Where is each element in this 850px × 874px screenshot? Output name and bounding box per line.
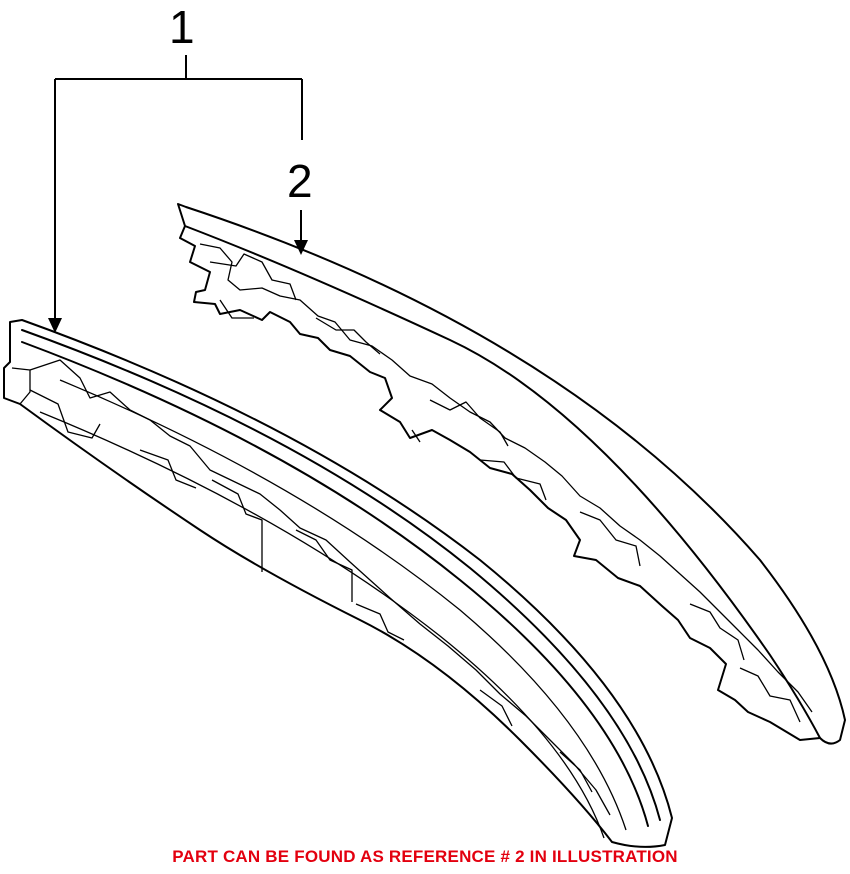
callout-1-leader	[48, 55, 303, 333]
callout-label-2: 2	[287, 155, 313, 207]
front-reinforcement-bracket	[3, 319, 673, 848]
callout-2-leader	[294, 210, 308, 255]
arrowhead-1	[48, 318, 62, 333]
arrowhead-2	[294, 240, 308, 255]
callout-label-1: 1	[169, 1, 195, 53]
reference-note: PART CAN BE FOUND AS REFERENCE # 2 IN IL…	[172, 847, 678, 866]
rear-reinforcement-bracket	[177, 203, 846, 745]
